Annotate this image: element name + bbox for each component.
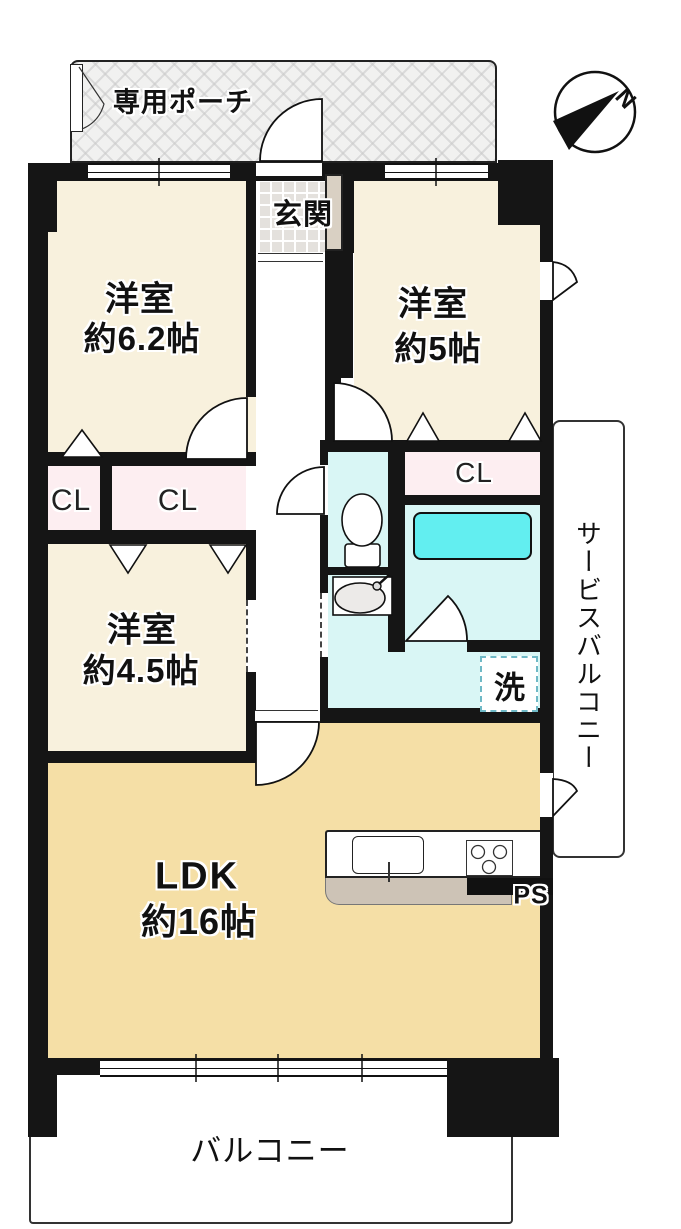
pipe-space-wall — [467, 878, 553, 895]
toilet-door-opening — [320, 465, 328, 515]
label-bedroom-5-size: 約5帖 — [394, 330, 482, 367]
wall — [320, 440, 328, 723]
label-private-porch: 専用ポーチ — [113, 87, 253, 118]
bathtub — [413, 512, 532, 560]
label-pipe-space: PS — [513, 881, 549, 910]
washing-machine-space — [480, 656, 538, 712]
wall — [467, 640, 553, 652]
bathroom-door-gap — [405, 640, 467, 652]
wall — [28, 1058, 57, 1137]
label-service-balcony: サービスバルコニー — [572, 520, 603, 772]
label-laundry: 洗 — [494, 670, 526, 706]
label-bedroom-6-2-name: 洋室 — [105, 280, 175, 319]
ldk-door-threshold — [255, 710, 318, 722]
entrance-opening — [256, 163, 322, 176]
closet-left-floor — [48, 466, 100, 530]
label-closet-mid: CL — [157, 484, 199, 517]
wall — [246, 165, 256, 397]
wall — [320, 440, 553, 452]
wall — [100, 466, 112, 530]
label-bedroom-4-5-size: 約4.5帖 — [82, 652, 200, 689]
window-bedroom-5 — [385, 163, 488, 180]
wall — [28, 530, 256, 544]
label-bedroom-5-name: 洋室 — [398, 285, 468, 324]
label-closet-right: CL — [455, 457, 493, 488]
kitchen-sink — [352, 836, 424, 874]
compass-n-label: N — [610, 83, 642, 114]
balcony-area — [29, 1070, 513, 1224]
toilet-door-swing — [276, 466, 325, 515]
bedroom-5-door-opening — [341, 378, 354, 440]
wall — [28, 163, 48, 1075]
wall — [540, 160, 553, 1058]
label-ldk-name: LDK — [154, 855, 240, 898]
bedroom-4-5-sliding-door — [246, 600, 256, 672]
compass-north-icon: N — [553, 70, 642, 154]
genkan-tile — [258, 174, 325, 254]
room-ldk-floor-hall — [253, 722, 341, 765]
closet-mid-floor — [112, 466, 246, 530]
room-bedroom-4-5-floor — [48, 544, 256, 751]
wall — [343, 165, 354, 253]
wall — [498, 160, 553, 225]
shoe-cabinet — [325, 174, 343, 251]
label-ldk-size: 約16帖 — [140, 901, 258, 942]
wall — [320, 567, 405, 575]
closet-right-floor — [405, 451, 540, 495]
kitchen-stove — [466, 840, 513, 876]
porch-gate — [70, 64, 83, 132]
wall — [28, 751, 256, 763]
room-ldk-floor-upper — [332, 723, 540, 765]
wall — [447, 1058, 559, 1137]
window-ldk-balcony — [100, 1059, 447, 1077]
room-ldk-floor — [48, 763, 540, 1058]
label-bedroom-4-5-name: 洋室 — [107, 611, 177, 650]
window-bedroom-6-2 — [88, 163, 230, 180]
service-balcony-door-opening — [540, 773, 553, 817]
label-closet-left: CL — [50, 484, 92, 517]
genkan-step — [258, 253, 323, 262]
wall — [28, 163, 57, 232]
label-bedroom-6-2-size: 約6.2帖 — [83, 320, 201, 357]
washroom-sliding-door — [320, 593, 328, 657]
bedroom-5-vent-opening — [540, 262, 553, 300]
toilet-room-floor — [328, 451, 388, 567]
wall — [388, 440, 405, 652]
bedroom-5-vent-flap — [552, 260, 579, 302]
label-genkan: 玄関 — [272, 199, 334, 231]
label-balcony: バルコニー — [190, 1133, 350, 1169]
wall — [400, 495, 540, 505]
wall — [28, 452, 256, 466]
